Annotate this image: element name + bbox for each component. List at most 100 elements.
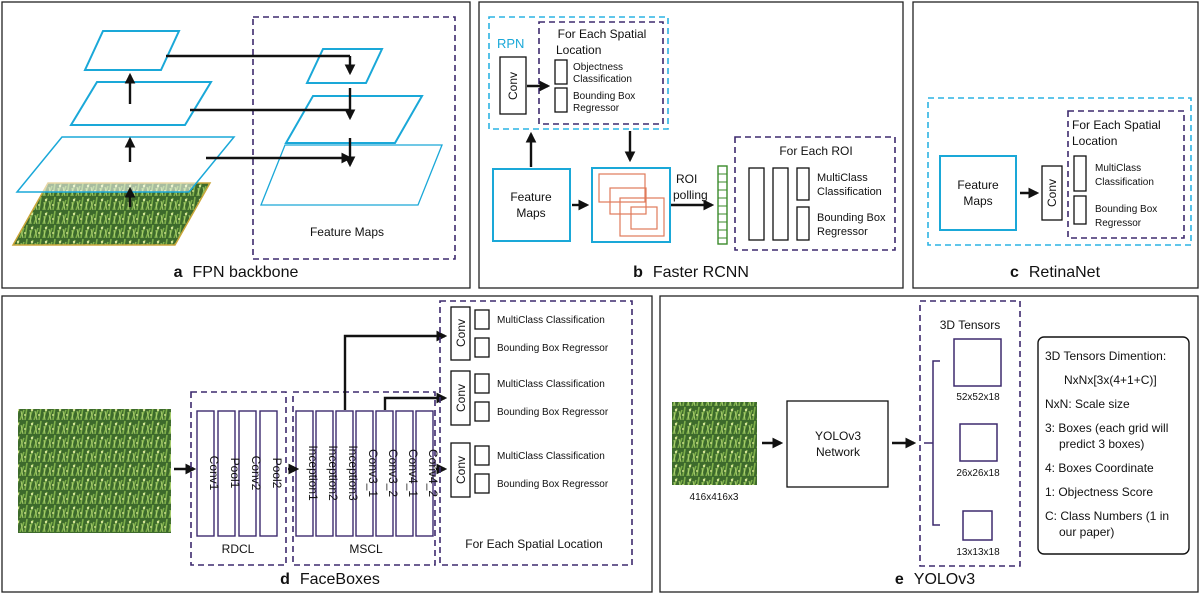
roi-polling-line2: polling xyxy=(673,188,708,202)
roi-multiclass-box xyxy=(796,167,810,201)
retina-bbox-line2: Regressor xyxy=(1095,218,1142,229)
roi-polling-line1: ROI xyxy=(676,172,697,186)
feature-maps-line1: Feature xyxy=(510,190,552,204)
head1-conv-box xyxy=(450,306,471,361)
faceboxes-input-image xyxy=(18,409,171,533)
tensor-13 xyxy=(962,510,993,541)
fpn-top-down-level-1 xyxy=(260,144,443,206)
spatial-title-line2: Location xyxy=(556,43,601,57)
roi-rect-4 xyxy=(630,206,658,230)
panel-c-letter: c xyxy=(1010,264,1019,281)
objectness-line1: Objectness xyxy=(573,62,623,73)
retina-conv-box xyxy=(1041,165,1063,221)
mscl-inception2-box xyxy=(315,410,334,537)
head2-bbox-label: Bounding Box Regressor xyxy=(497,407,609,418)
rdcl-pool2-label: Pool2 xyxy=(270,458,284,489)
head2-multiclass-box xyxy=(474,373,490,394)
mscl-inception2-label: Inception2 xyxy=(326,445,340,501)
legend-line-0: 3D Tensors Dimention: xyxy=(1045,349,1166,363)
legend-line-8: our paper) xyxy=(1059,525,1114,539)
rdcl-pool1-label: Pool1 xyxy=(228,458,242,489)
mscl-dashed-box xyxy=(292,391,436,566)
tensors-title: 3D Tensors xyxy=(940,318,1000,332)
panel-c-frame xyxy=(912,1,1199,289)
tensors-dashed-box xyxy=(919,300,1021,567)
rdcl-conv1-label: Conv1 xyxy=(207,456,221,491)
rdcl-label: RDCL xyxy=(222,542,255,556)
yolo-network-box xyxy=(786,400,889,488)
retina-multiclass-box xyxy=(1073,155,1087,192)
legend-line-7: C: Class Numbers (1 in xyxy=(1045,509,1169,523)
feature-maps-label: Feature Maps xyxy=(310,225,384,239)
tensor-26-label: 26x26x18 xyxy=(956,468,1000,479)
spatial-title-line1: For Each Spatial xyxy=(558,27,647,41)
mscl-inception1-label: Inception1 xyxy=(306,445,320,501)
panel-c: Feature Maps Conv For Each Spatial Locat… xyxy=(927,97,1192,281)
each-roi-title: For Each ROI xyxy=(779,144,852,158)
mscl-conv4-2-box xyxy=(415,410,434,537)
legend-line-3: 3: Boxes (each grid will xyxy=(1045,421,1168,435)
retina-multiclass-line2: Classification xyxy=(1095,177,1154,188)
roi-bbox-line2: Regressor xyxy=(817,226,868,238)
rdcl-conv2-label: Conv2 xyxy=(249,456,263,491)
rdcl-pool1-box xyxy=(217,410,236,537)
retina-feature-line2: Maps xyxy=(963,194,992,208)
mscl-conv3-2-label: Conv3_2 xyxy=(386,449,400,497)
legend-line-6: 1: Objectness Score xyxy=(1045,485,1153,499)
head2-bbox-box xyxy=(474,401,490,422)
fpn-bottom-up-level-3 xyxy=(83,30,181,71)
faceboxes-spatial-footer: For Each Spatial Location xyxy=(465,537,602,551)
roi-rect-2 xyxy=(609,187,647,215)
rpn-conv-label: Conv xyxy=(506,72,520,100)
retina-spatial-line2: Location xyxy=(1072,134,1117,148)
panel-c-caption: c RetinaNet xyxy=(1010,264,1101,281)
panel-c-title: RetinaNet xyxy=(1029,264,1101,281)
objectness-line2: Classification xyxy=(573,74,632,85)
retina-spatial-dashed-box xyxy=(1067,110,1185,239)
legend-line-2: NxN: Scale size xyxy=(1045,397,1130,411)
panel-b-letter: b xyxy=(633,264,643,281)
mscl-label: MSCL xyxy=(349,542,383,556)
head3-multiclass-box xyxy=(474,445,490,466)
fpn-bottom-up-level-1 xyxy=(15,136,236,193)
feature-maps-line2: Maps xyxy=(516,206,545,220)
head1-conv-label: Conv xyxy=(454,319,468,347)
spatial-location-dashed-box xyxy=(538,21,664,125)
panel-e-title: YOLOv3 xyxy=(914,571,975,588)
retina-feature-line1: Feature xyxy=(957,178,999,192)
panel-d-letter: d xyxy=(280,571,290,588)
head2-multiclass-label: MultiClass Classification xyxy=(497,379,605,390)
rpn-bbox-line2: Regressor xyxy=(573,103,620,114)
rpn-bbox-box xyxy=(554,87,568,113)
tensor-13-label: 13x13x18 xyxy=(956,547,1000,558)
fpn-top-down-level-3 xyxy=(305,48,384,84)
yolo-input-image xyxy=(672,402,757,485)
faceboxes-heads-dashed-box xyxy=(439,300,633,566)
rpn-conv-box xyxy=(499,56,527,115)
roi-multiclass-line1: MultiClass xyxy=(817,172,868,184)
head3-conv-label: Conv xyxy=(454,456,468,484)
yolo-network-line1: YOLOv3 xyxy=(815,429,861,443)
fpn-top-down-level-2 xyxy=(284,95,424,144)
panel-a-title: FPN backbone xyxy=(193,264,299,281)
mscl-inception3-label: Inception3 xyxy=(346,445,360,501)
head1-multiclass-label: MultiClass Classification xyxy=(497,315,605,326)
tensor-52 xyxy=(953,338,1002,387)
retina-conv-label: Conv xyxy=(1045,179,1059,207)
panel-e: 416x416x3 YOLOv3 Network 3D Tensors 52x5… xyxy=(672,300,1190,588)
yolo-legend-box xyxy=(1037,336,1190,555)
roi-pooled-vector xyxy=(717,165,728,245)
head1-bbox-label: Bounding Box Regressor xyxy=(497,343,609,354)
rdcl-conv2-box xyxy=(238,410,257,537)
panel-d: Conv1 Pool1 Conv2 Pool2 RDCL Inception1 … xyxy=(18,300,633,588)
head3-bbox-label: Bounding Box Regressor xyxy=(497,479,609,490)
roi-multiclass-line2: Classification xyxy=(817,186,882,198)
fc-layer-2 xyxy=(772,167,789,241)
head2-conv-box xyxy=(450,370,471,426)
feature-maps-box xyxy=(492,168,571,242)
roi-rect-3 xyxy=(619,197,665,237)
rpn-label: RPN xyxy=(497,36,524,51)
